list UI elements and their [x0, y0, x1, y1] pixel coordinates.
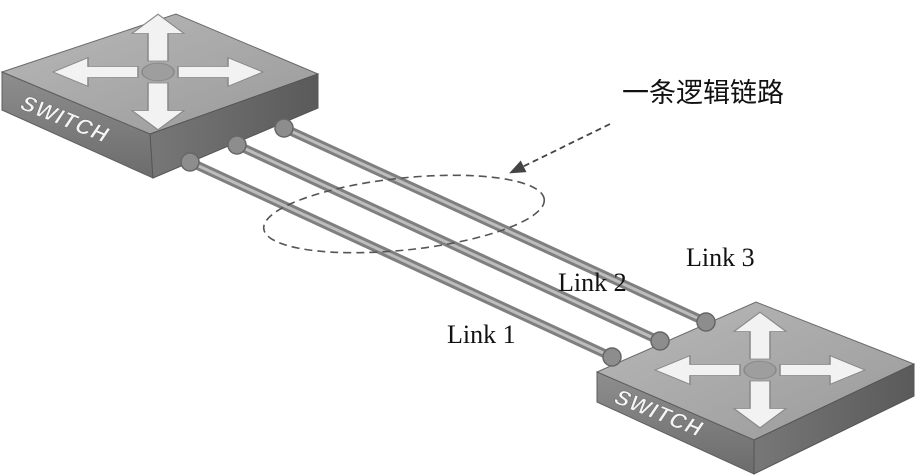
- logical-link-ellipse: [262, 174, 546, 254]
- port: [650, 331, 670, 351]
- logical-link-label: 一条逻辑链路: [622, 78, 784, 109]
- switch-arrows-icon: [51, 13, 265, 131]
- port: [227, 135, 247, 155]
- switch-top-left: SWITCH: [0, 13, 320, 179]
- port: [696, 312, 716, 332]
- switch-arrows-icon: [653, 311, 867, 429]
- port: [602, 347, 622, 367]
- annotation-arrow: [509, 123, 611, 174]
- link-3-label: Link 3: [686, 243, 755, 272]
- port: [180, 152, 200, 172]
- link-1-label: Link 1: [447, 320, 516, 349]
- switch-bottom-right: SWITCH: [595, 301, 916, 475]
- port: [274, 118, 294, 138]
- link-2-label: Link 2: [558, 268, 627, 297]
- cables: [185, 123, 711, 362]
